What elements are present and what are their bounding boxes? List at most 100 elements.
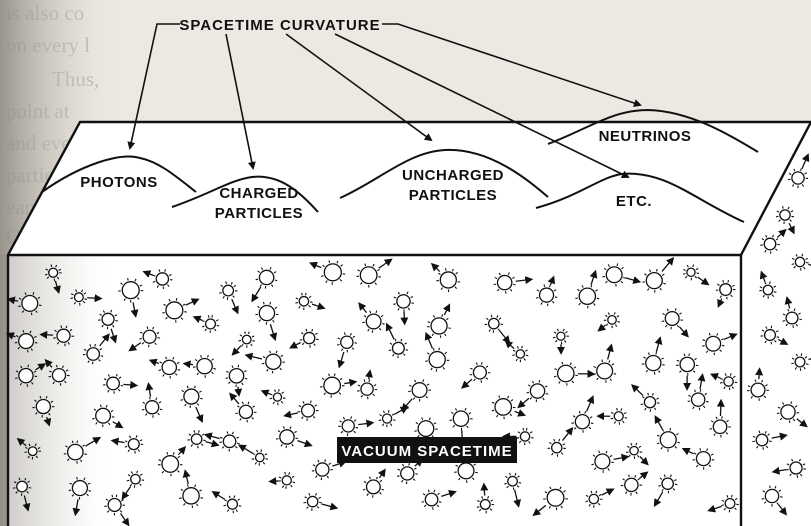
vacuum-particle	[771, 458, 807, 478]
vacuum-particle	[229, 392, 257, 423]
vacuum-particle	[82, 333, 110, 365]
vacuum-particle	[493, 272, 534, 294]
vacuum-particle	[535, 275, 558, 307]
vacuum-particle	[92, 404, 124, 429]
vacuum-particle	[182, 354, 216, 378]
photons-wave	[41, 155, 197, 193]
vacuum-particle	[187, 430, 220, 449]
vacuum-particle	[141, 382, 163, 418]
vacuum-particle	[625, 442, 649, 466]
charged-label-line1: CHARGED	[219, 185, 298, 202]
uncharged-wave	[339, 148, 549, 199]
pointer-uncharged	[285, 33, 433, 142]
vacuum-particle	[653, 474, 678, 508]
vacuum-particle	[430, 262, 461, 292]
vacuum-particle	[12, 477, 32, 512]
vacuum-particle	[775, 206, 795, 235]
vacuum-particle	[575, 269, 600, 309]
charged-label-line2: PARTICLES	[215, 205, 303, 222]
vacuum-particle	[121, 470, 145, 500]
vacuum-particle	[791, 353, 811, 371]
vacuum-particle	[504, 472, 522, 508]
vacuum-particle	[421, 489, 457, 510]
vacuum-particle	[63, 436, 102, 464]
vacuum-particle	[356, 258, 393, 288]
vacuum-particle	[642, 256, 675, 293]
pointer-neutrinos	[382, 23, 642, 107]
vacuum-particle	[148, 356, 181, 379]
vacuum-particle	[251, 267, 278, 303]
vacuum-particle	[118, 277, 144, 318]
vacuum-particle	[460, 362, 491, 389]
vacuum-particle	[68, 476, 92, 517]
vacuum-particle	[484, 314, 511, 344]
vacuum-particle	[16, 437, 42, 460]
vacuum-particle	[631, 384, 660, 412]
vacuum-particle	[275, 426, 313, 449]
vacuum-particle	[162, 298, 200, 323]
pointer-charged	[225, 33, 256, 170]
vacuum-particle	[5, 329, 38, 353]
vacuum-particle	[641, 336, 665, 375]
vacuum-particle	[283, 400, 319, 421]
vacuum-particle	[203, 431, 240, 452]
vacuum-particle	[760, 325, 789, 345]
vacuum-particle	[596, 407, 628, 425]
vacuum-particle	[231, 331, 255, 356]
vacuum-particle	[309, 260, 346, 285]
pointer-photons	[127, 23, 180, 150]
vacuum-particle	[517, 379, 549, 409]
vacuum-particle	[357, 369, 378, 400]
vacuum-particle	[289, 328, 319, 349]
vacuum-particle	[378, 406, 409, 428]
vacuum-particle	[225, 364, 248, 397]
etc-label: ETC.	[616, 193, 652, 210]
vacuum-particle	[157, 446, 187, 477]
vacuum-particle	[776, 401, 808, 428]
title-pointers	[127, 23, 642, 178]
vacuum-particle	[491, 395, 526, 420]
vacuum-particle	[476, 482, 495, 514]
vacuum-particle	[760, 228, 787, 254]
vacuum-particle	[661, 308, 689, 338]
vacuum-particle	[454, 448, 478, 483]
vacuum-particle	[15, 363, 47, 387]
vacuum-particle	[393, 291, 414, 326]
vacuum-particle	[620, 471, 649, 496]
vacuum-particle	[44, 264, 62, 295]
vacuum-particle	[39, 325, 75, 347]
vacuum-particle	[338, 416, 375, 437]
pointer-etc	[334, 33, 630, 178]
vacuum-particle	[255, 301, 279, 342]
vacuum-particle	[192, 315, 220, 333]
neutrinos-wave	[547, 108, 759, 153]
vacuum-particle	[110, 435, 144, 454]
vacuum-particle	[597, 312, 621, 332]
vacuum-particle	[602, 263, 642, 287]
vacuum-particle	[358, 302, 385, 333]
vacuum-particle	[268, 471, 296, 489]
vacuum-particle	[759, 270, 777, 299]
top-face	[8, 122, 811, 255]
vacuum-particle	[752, 430, 788, 450]
vacuum-particle	[681, 447, 715, 470]
vacuum-particle	[6, 292, 42, 316]
vacuum-particle	[687, 373, 709, 411]
vacuum-particle	[128, 326, 161, 352]
vacuum-particle	[102, 373, 139, 394]
vacuum-particle	[702, 332, 738, 356]
top-edge	[6, 120, 811, 526]
vacuum-particle	[553, 361, 596, 386]
vacuum-particle	[593, 343, 617, 383]
vacuum-particle	[654, 415, 680, 452]
vacuum-particle	[761, 485, 788, 516]
vacuum-particle	[424, 331, 450, 372]
vacuum-particle	[237, 444, 268, 466]
vacuum-particle	[552, 328, 569, 355]
vacuum-particle	[747, 367, 769, 401]
vacuum-particle	[782, 296, 802, 328]
vacuum-particle	[709, 373, 738, 391]
vacuum-particle	[385, 322, 409, 359]
vacuum-particle	[715, 279, 736, 308]
